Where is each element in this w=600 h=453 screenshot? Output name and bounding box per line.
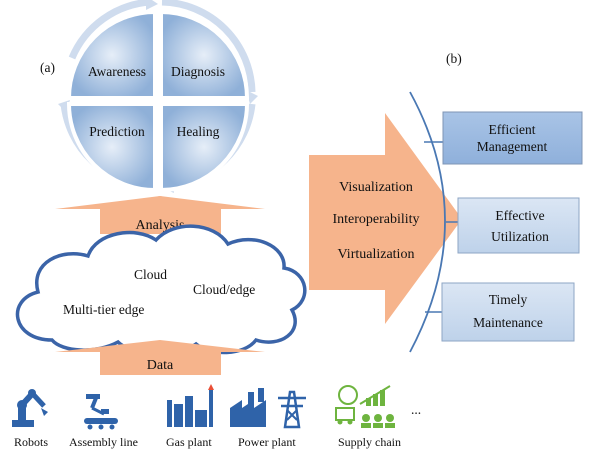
outcome-3-line-1: Timely xyxy=(489,292,528,307)
cycle-arrowhead-right xyxy=(246,90,258,104)
interoperability-label: Interoperability xyxy=(332,212,419,227)
assembly-line-label: Assembly line xyxy=(69,435,138,449)
cloud-label: Cloud xyxy=(134,267,167,282)
gas-plant-label: Gas plant xyxy=(166,435,212,449)
outcome-1-line-2: Management xyxy=(477,139,548,154)
data-label: Data xyxy=(147,358,174,373)
cloud-shape xyxy=(15,224,307,356)
analysis-arrow-head xyxy=(55,196,265,209)
big-arrow: Visualization Interoperability Virtualiz… xyxy=(309,113,462,324)
assembly-line-icon xyxy=(84,394,118,430)
data-arrow: Data xyxy=(55,340,265,375)
data-arrow-head xyxy=(55,340,265,352)
robots-label: Robots xyxy=(14,435,48,449)
supply-chain-icon xyxy=(335,385,395,428)
outcome-box-effective-utilization: Effective Utilization xyxy=(457,197,580,254)
power-plant-label: Power plant xyxy=(238,435,296,449)
outcome-box-3 xyxy=(441,282,575,342)
label-awareness: Awareness xyxy=(88,64,146,79)
more-sources-ellipsis: ... xyxy=(411,402,421,417)
cycle-diagram: Awareness Diagnosis Prediction Healing xyxy=(58,0,258,193)
supply-chain-label: Supply chain xyxy=(338,435,401,449)
multi-tier-edge-label: Multi-tier edge xyxy=(63,302,144,317)
gas-plant-icon xyxy=(167,384,214,427)
outcome-3-line-2: Maintenance xyxy=(473,315,543,330)
label-healing: Healing xyxy=(177,124,220,139)
outcome-2-line-2: Utilization xyxy=(491,229,549,244)
data-arrow-body xyxy=(100,352,221,375)
cycle-ring-arrow-tr xyxy=(161,0,256,93)
quadrant-healing xyxy=(159,102,250,193)
outcome-box-1 xyxy=(442,111,583,165)
analysis-arrow: Analysis xyxy=(55,196,265,234)
robot-icon xyxy=(12,389,48,427)
label-diagnosis: Diagnosis xyxy=(171,64,225,79)
outcome-box-efficient-management: Efficient Management xyxy=(442,111,583,165)
outcome-box-timely-maintenance: Timely Maintenance xyxy=(441,282,575,342)
cycle-arrowhead-top xyxy=(146,0,158,10)
panel-label-b: (b) xyxy=(446,51,462,66)
virtualization-label: Virtualization xyxy=(338,247,415,262)
quadrant-awareness xyxy=(66,9,157,100)
visualization-label: Visualization xyxy=(339,180,413,195)
quadrant-diagnosis xyxy=(159,9,250,100)
label-prediction: Prediction xyxy=(89,124,145,139)
outcome-box-2 xyxy=(457,197,580,254)
power-plant-icon xyxy=(230,388,306,429)
big-arrow-shape xyxy=(309,113,462,324)
cloud-layer: Cloud Cloud/edge Multi-tier edge xyxy=(15,224,307,356)
quadrant-prediction xyxy=(66,102,157,193)
outcome-1-line-1: Efficient xyxy=(489,122,536,137)
outcome-2-line-1: Effective xyxy=(495,208,544,223)
cloud-edge-label: Cloud/edge xyxy=(193,282,255,297)
panel-label-a: (a) xyxy=(40,60,55,75)
cycle-ring-arrow-tl xyxy=(68,0,151,60)
outcome-arc xyxy=(409,91,446,353)
